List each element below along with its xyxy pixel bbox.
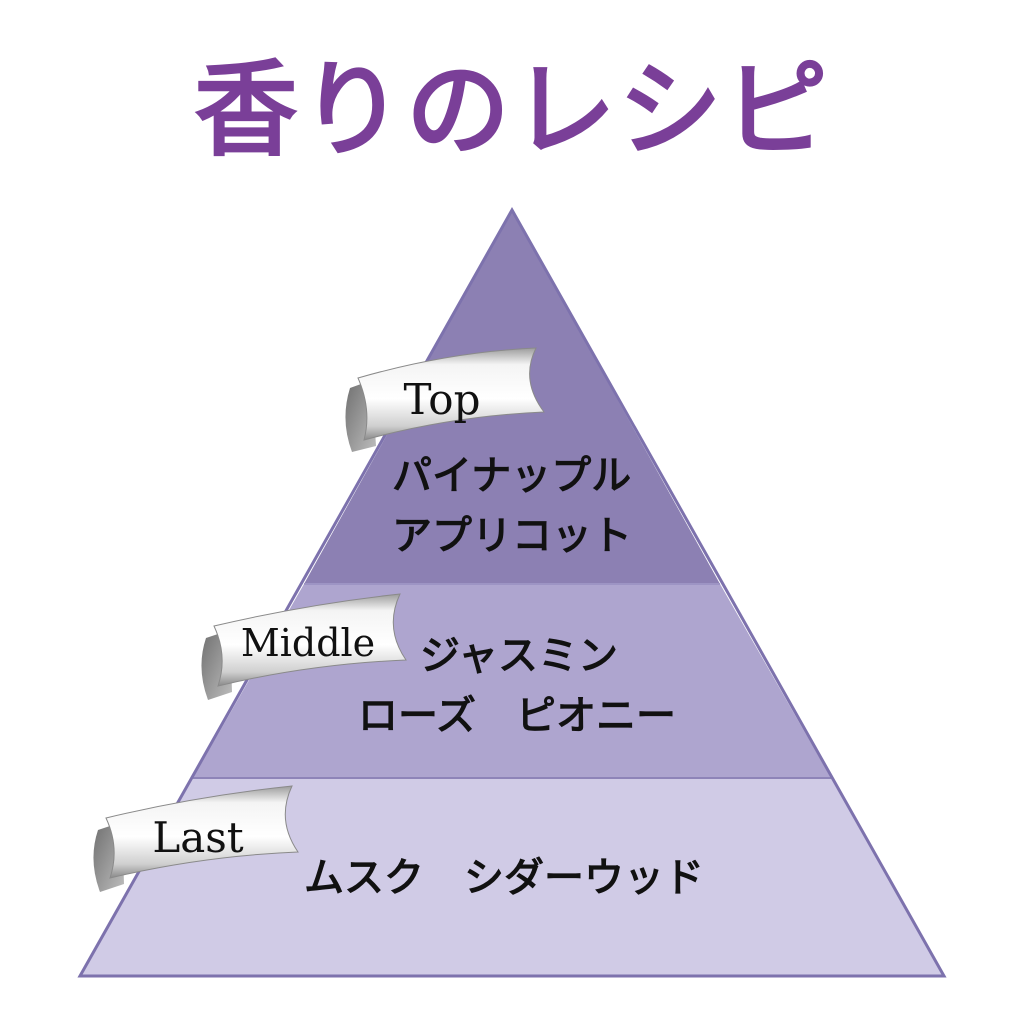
- ribbon-top: Top: [345, 347, 545, 452]
- top-note-1: パイナップル: [392, 453, 632, 499]
- middle-note-2: ローズ ピオニー: [358, 693, 676, 739]
- last-tier: [80, 778, 944, 976]
- pyramid-outline: [77, 206, 947, 978]
- tier-label-middle: Middle: [241, 621, 375, 665]
- tier-label-top: Top: [404, 375, 481, 424]
- ribbon-last: Last: [93, 785, 299, 892]
- tier-label-last: Last: [152, 813, 243, 862]
- page-title: 香りのレシピ: [193, 49, 830, 171]
- last-note-1: ムスク シダーウッド: [304, 855, 704, 901]
- ribbon-middle: Middle: [201, 593, 407, 700]
- middle-note-1: ジャスミン: [420, 633, 618, 679]
- top-note-2: アプリコット: [392, 513, 632, 559]
